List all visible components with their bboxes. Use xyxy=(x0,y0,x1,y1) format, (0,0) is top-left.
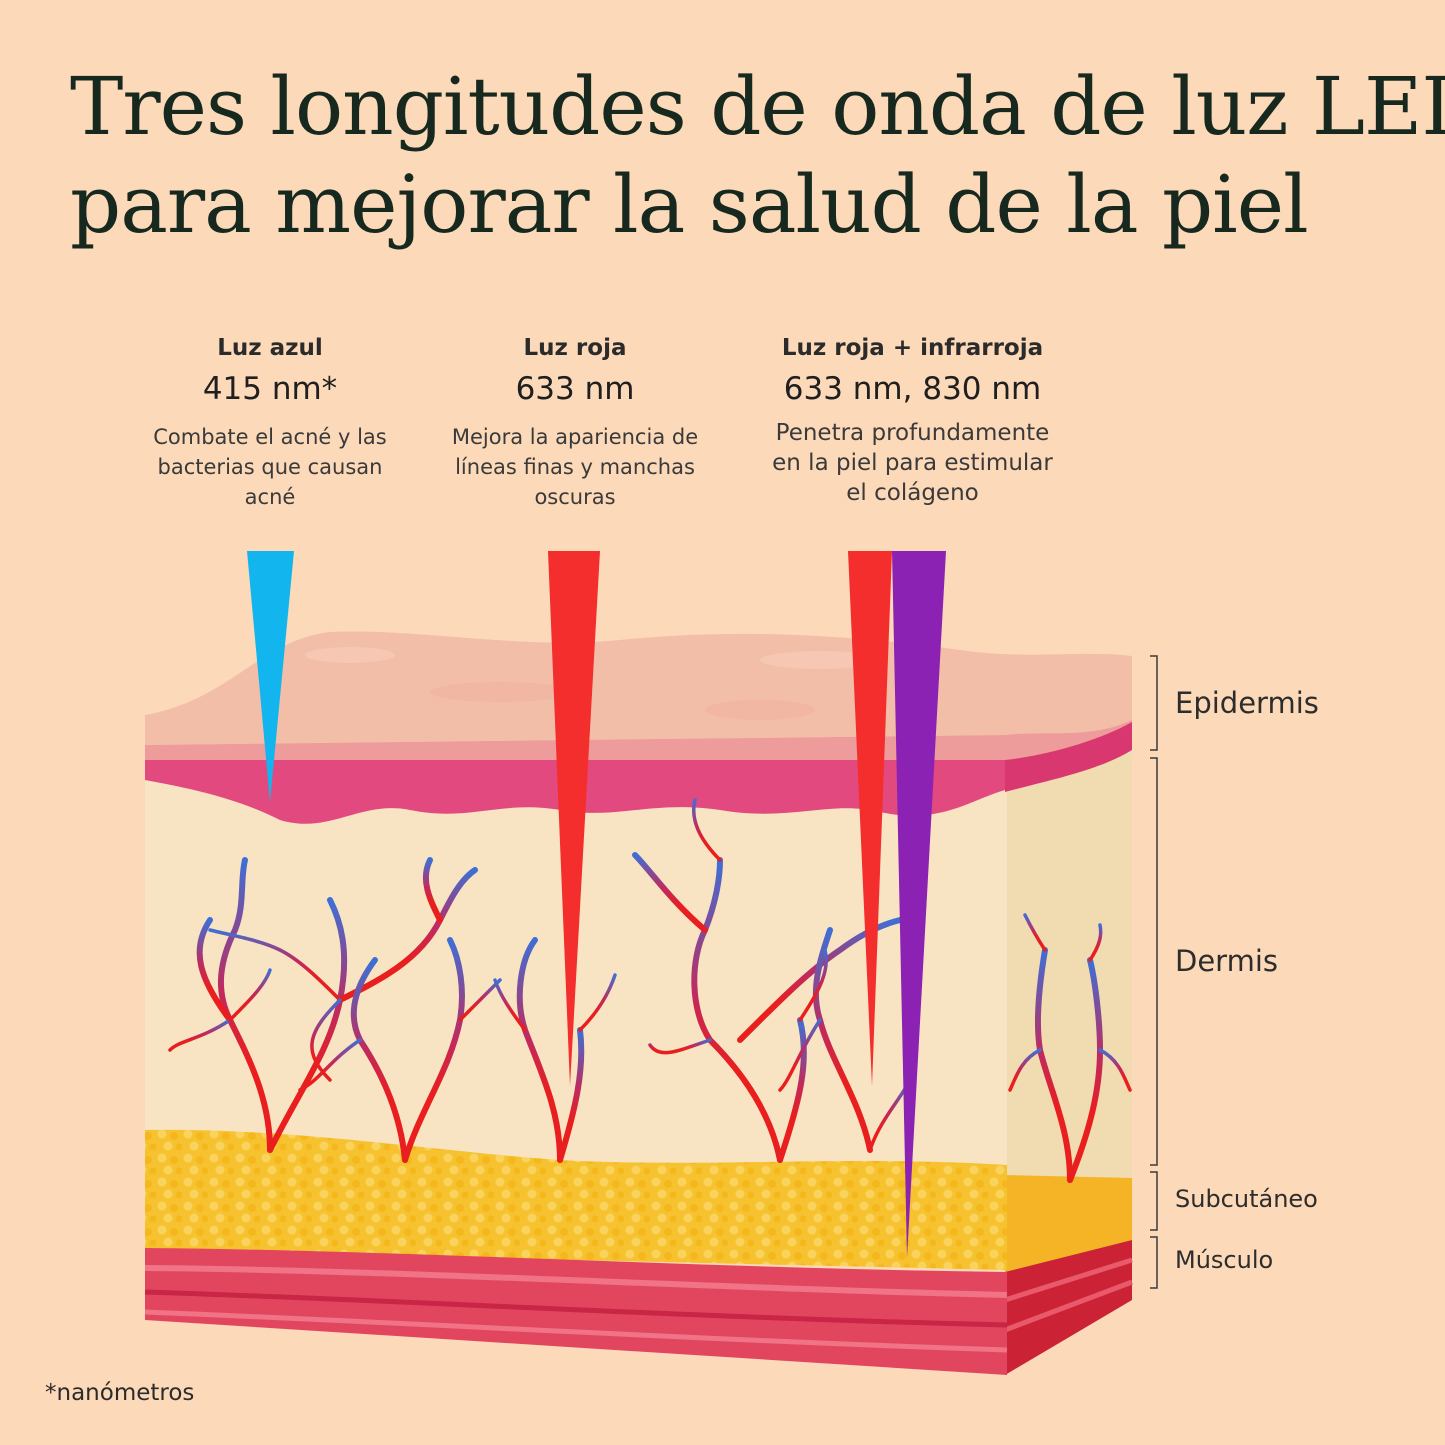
muscle-layer xyxy=(145,1248,1007,1375)
layer-label-musculo: Músculo xyxy=(1175,1246,1273,1274)
layer-label-dermis: Dermis xyxy=(1175,944,1278,978)
layer-label-subcutaneo: Subcutáneo xyxy=(1175,1185,1318,1213)
layer-brackets xyxy=(1150,656,1157,1288)
footnote: *nanómetros xyxy=(45,1380,194,1406)
epidermis-layer xyxy=(145,632,1132,824)
layer-label-epidermis: Epidermis xyxy=(1175,686,1319,720)
